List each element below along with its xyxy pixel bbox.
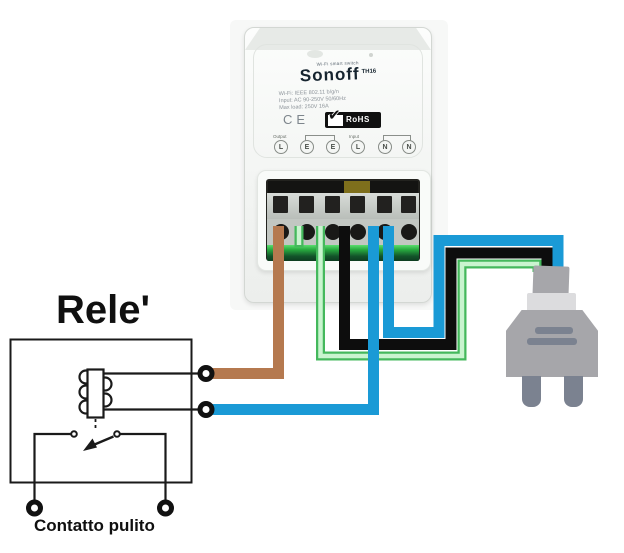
relay-title: Rele' <box>56 288 151 332</box>
screw-slot <box>325 196 340 213</box>
relay-box <box>9 338 193 484</box>
rohs-badge: ✔ RoHS <box>325 108 381 128</box>
terminal-label-input-n1: N <box>378 140 392 154</box>
screw-slot <box>273 196 288 213</box>
output-pair-bracket <box>305 135 335 141</box>
terminal-block <box>267 193 419 219</box>
blue-wire-relay <box>212 226 379 415</box>
screw-slot <box>401 196 416 213</box>
terminal-label-output-e1: E <box>300 140 314 154</box>
terminal-dot-coil-bottom <box>197 401 215 418</box>
relay-coil <box>86 368 105 419</box>
input-pair-bracket <box>383 135 411 141</box>
terminal-top-strip <box>268 181 418 193</box>
wire-hole <box>325 224 341 240</box>
relay-schematic <box>9 338 198 501</box>
plug-prong-left <box>522 376 541 407</box>
power-plug <box>506 310 598 377</box>
wire-hole <box>350 224 366 240</box>
rohs-checkbox: ✔ <box>327 108 344 127</box>
plug-vent-slot <box>535 327 573 334</box>
device-lid-seam <box>253 44 423 158</box>
switch-arm-arrowhead <box>83 438 97 451</box>
terminal-dot-coil-top <box>197 365 215 382</box>
output-group-label: Output <box>273 134 287 139</box>
black-live-wire <box>339 226 553 350</box>
rohs-label: RoHS <box>346 115 370 124</box>
contact-lead-right <box>119 432 167 501</box>
contact-lead-left <box>33 432 72 501</box>
contact-right <box>113 430 121 438</box>
screw-slot <box>377 196 392 213</box>
plug-cable-entry <box>532 265 570 297</box>
clean-contact-label: Contatto pulito <box>34 516 155 535</box>
contact-left <box>70 430 78 438</box>
terminal-label-output-l: L <box>274 140 288 154</box>
terminal-label-input-l: L <box>351 140 365 154</box>
screw-slot <box>350 196 365 213</box>
plug-vent-slot <box>527 338 577 345</box>
input-group-label: Input <box>349 134 360 139</box>
terminal-dot-contact-left <box>26 499 43 517</box>
terminal-dot-contact-right <box>157 499 174 517</box>
terminal-top-strip-accent <box>344 181 370 193</box>
plug-neck-band <box>527 293 576 312</box>
device-led-dot <box>369 53 373 57</box>
terminal-label-output-e2: E <box>326 140 340 154</box>
ce-mark: CE <box>283 112 310 127</box>
device-button <box>307 50 323 58</box>
wire-hole <box>401 224 417 240</box>
plug-prong-right <box>564 376 583 407</box>
check-icon: ✔ <box>328 107 341 124</box>
green-earth-wire-core <box>318 226 540 359</box>
screw-slot <box>299 196 314 213</box>
blue-neutral-wire-plug <box>383 226 564 338</box>
brown-wire-relay <box>212 226 284 379</box>
terminal-label-input-n2: N <box>402 140 416 154</box>
